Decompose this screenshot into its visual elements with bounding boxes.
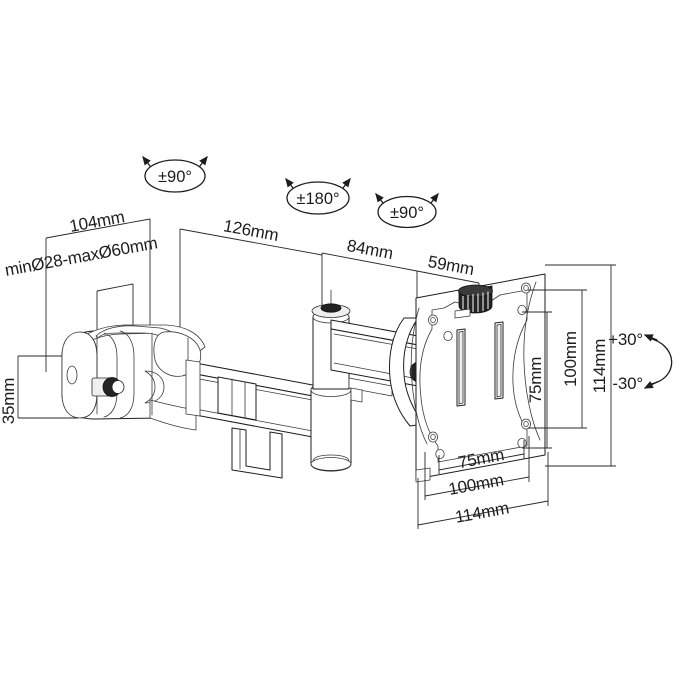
pivot-cylinder-lower-bottom xyxy=(310,457,352,471)
pivot-cap-bolt xyxy=(320,303,342,313)
clamp-lower-bracket xyxy=(149,399,197,431)
vesa-hole-bl-inner xyxy=(430,433,436,440)
barrel-hole xyxy=(66,365,78,385)
vesa-hole-tr xyxy=(521,282,532,294)
vesa-v-100-label: 100mm xyxy=(561,331,580,387)
clamp-crescent-slot xyxy=(144,370,165,404)
upper-arm-tab xyxy=(348,377,393,397)
vesa-hole-tl2 xyxy=(443,330,453,341)
rotation-symbol-plate: ±90° xyxy=(375,192,439,229)
knob-base-tab xyxy=(454,308,471,319)
vesa-hole-br xyxy=(521,418,532,430)
tilt-up-label: +30° xyxy=(608,330,643,349)
rotation-arrow-left xyxy=(142,155,151,167)
dim-line xyxy=(416,270,480,284)
tilt-arrow-down xyxy=(643,381,658,389)
dimension-vesa-v-75: 75mm xyxy=(522,311,552,449)
plate-height-label: 114mm xyxy=(590,339,609,393)
vesa-plate-left-edge xyxy=(410,307,428,445)
rotation-arrow-icon xyxy=(144,159,206,193)
dim-line xyxy=(321,252,418,272)
vesa-hole-bl2 xyxy=(435,448,445,459)
dim-line xyxy=(417,500,549,526)
tilt-arrow-icon xyxy=(647,337,673,385)
vesa-v-75-label: 75mm xyxy=(526,357,545,403)
dim-line xyxy=(424,476,530,497)
tilt-symbol: +30° -30° xyxy=(608,330,673,393)
dimension-vesa-v-100: 100mm xyxy=(528,289,587,429)
arm-rotation-label: ±180° xyxy=(296,190,339,208)
vesa-hole-tr2 xyxy=(517,304,527,315)
tilt-arrow-up xyxy=(643,334,658,342)
plate-rotation-label: ±90° xyxy=(390,204,424,222)
dim-line xyxy=(45,218,151,239)
rotation-arrow-right xyxy=(430,192,439,204)
vesa-slot-right-inner xyxy=(496,324,502,398)
arm-collar xyxy=(217,376,257,421)
pole-clamp-assembly xyxy=(61,324,206,431)
dimension-plate-height: 114mm xyxy=(545,264,616,467)
rotation-arrow-left xyxy=(285,177,294,189)
main-arm xyxy=(185,359,319,479)
rotation-arrow-right xyxy=(199,155,208,167)
locking-knob xyxy=(454,284,493,319)
clamp-rotation-label: ±90° xyxy=(158,168,192,186)
rotation-arrow-icon xyxy=(286,181,350,215)
dim-line xyxy=(438,453,525,471)
vesa-hole-tl xyxy=(427,314,438,326)
vesa-hole-br2 xyxy=(517,437,527,448)
vesa-hole-bl xyxy=(427,431,438,443)
vesa-hole-br-inner xyxy=(523,420,529,427)
vesa-plate xyxy=(410,273,546,483)
upper-arm-tab-hook xyxy=(350,387,363,403)
vesa-plate-right-edge xyxy=(523,281,541,441)
barrel-band-2 xyxy=(103,332,118,418)
rotation-arrow-right xyxy=(342,177,351,189)
rotation-arrow-left xyxy=(375,192,384,204)
vesa-hole-tr-inner xyxy=(523,284,529,291)
locking-knob-top xyxy=(458,284,493,298)
clamp-height-label: 35mm xyxy=(0,378,18,424)
middle-pivot-cylinder xyxy=(310,289,352,472)
dim-line xyxy=(179,228,323,256)
barrel-band-3 xyxy=(119,330,135,419)
vesa-hole-tl-inner xyxy=(430,316,436,323)
rotation-symbol-arm: ±180° xyxy=(285,177,351,215)
rotation-symbol-clamp: ±90° xyxy=(142,155,208,193)
rotation-arrow-icon xyxy=(377,195,437,229)
vesa-plate-face xyxy=(415,273,546,480)
arm-end-plate xyxy=(185,359,201,417)
dim-line xyxy=(96,283,134,292)
tilt-down-label: -30° xyxy=(612,374,643,393)
pivot-cylinder-chamfer xyxy=(312,454,350,462)
cable-clip xyxy=(231,427,283,479)
vesa-slot-left-inner xyxy=(458,331,464,405)
dimension-clamp-height: 35mm xyxy=(0,355,78,424)
clamp-bolt-tip xyxy=(111,380,125,394)
